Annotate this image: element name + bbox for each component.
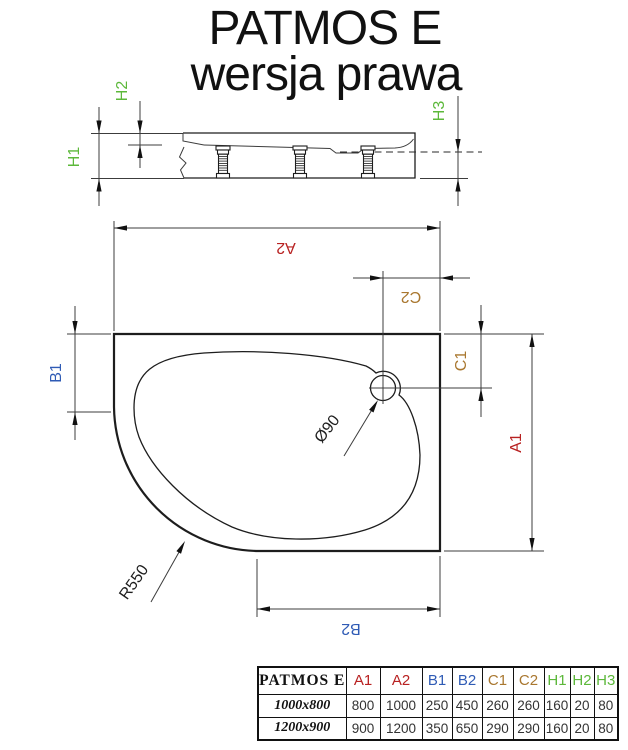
side-view <box>178 132 482 179</box>
col-header-c1: C1 <box>481 666 514 695</box>
table-cell: 650 <box>451 716 483 741</box>
dim-label-a1: A1 <box>508 433 525 453</box>
table-cell: 450 <box>451 693 483 718</box>
dim-label-b1: B1 <box>48 363 65 383</box>
table-cell: 1000 <box>379 693 423 718</box>
table-cell: 260 <box>512 693 545 718</box>
dim-b1: B1 <box>48 306 111 440</box>
col-header-a1: A1 <box>345 666 381 695</box>
table-cell: 800 <box>345 693 381 718</box>
dim-label-b2: B2 <box>341 620 361 637</box>
row-size-label: 1200x900 <box>257 716 347 741</box>
table-cell: 80 <box>593 716 619 741</box>
dim-h3: H3 <box>420 96 468 206</box>
dim-b2: B2 <box>256 556 441 637</box>
table-cell: 900 <box>345 716 381 741</box>
dim-label-c2: C2 <box>401 288 422 305</box>
corner-radius-label: R550 <box>116 562 152 603</box>
tray-outline <box>112 332 442 553</box>
col-header-b1: B1 <box>421 666 453 695</box>
table-cell: 80 <box>593 693 619 718</box>
dim-a2: A2 <box>113 221 441 331</box>
dim-c2: C2 <box>353 271 470 404</box>
table-cell: 160 <box>543 716 571 741</box>
dim-c1: C1 <box>453 305 484 417</box>
table-cell: 290 <box>481 716 514 741</box>
page-title: PATMOS E <box>209 2 442 55</box>
break-line <box>178 146 187 179</box>
col-header-c2: C2 <box>512 666 545 695</box>
row-size-label: 1000x800 <box>257 693 347 718</box>
table-product-name: PATMOS E <box>257 666 347 695</box>
table-cell: 260 <box>481 693 514 718</box>
table-cell: 20 <box>569 716 595 741</box>
dimension-table: PATMOS E A1 A2 B1 B2 C1 C2 H1 H2 H3 1000… <box>257 666 619 741</box>
table-cell: 1200 <box>379 716 423 741</box>
table-header-row: PATMOS E A1 A2 B1 B2 C1 C2 H1 H2 H3 <box>257 666 619 695</box>
basin-outline <box>133 350 421 540</box>
drain-diameter-label: Ø90 <box>311 412 343 446</box>
dim-a1: A1 <box>444 333 544 552</box>
table-cell: 250 <box>421 693 453 718</box>
table-row: 1200x900 900 1200 350 650 290 290 160 20… <box>257 716 619 741</box>
dim-label-h3: H3 <box>431 101 448 122</box>
dim-label-c1: C1 <box>453 351 470 372</box>
col-header-a2: A2 <box>379 666 423 695</box>
dim-h2: H2 <box>114 81 162 168</box>
page-subtitle: wersja prawa <box>190 48 463 101</box>
table-cell: 350 <box>421 716 453 741</box>
table-cell: 290 <box>512 716 545 741</box>
col-header-h2: H2 <box>569 666 595 695</box>
top-view <box>112 332 492 553</box>
table-row: 1000x800 800 1000 250 450 260 260 160 20… <box>257 693 619 718</box>
table-cell: 160 <box>543 693 571 718</box>
col-header-h3: H3 <box>593 666 619 695</box>
leader-corner-radius: R550 <box>116 541 185 603</box>
col-header-h1: H1 <box>543 666 571 695</box>
dim-label-h1: H1 <box>66 147 83 168</box>
dim-label-a2: A2 <box>276 239 296 256</box>
dim-h1: H1 <box>66 107 184 206</box>
col-header-b2: B2 <box>451 666 483 695</box>
leader-drain-diameter: Ø90 <box>311 400 378 457</box>
table-cell: 20 <box>569 693 595 718</box>
dim-label-h2: H2 <box>114 81 131 102</box>
